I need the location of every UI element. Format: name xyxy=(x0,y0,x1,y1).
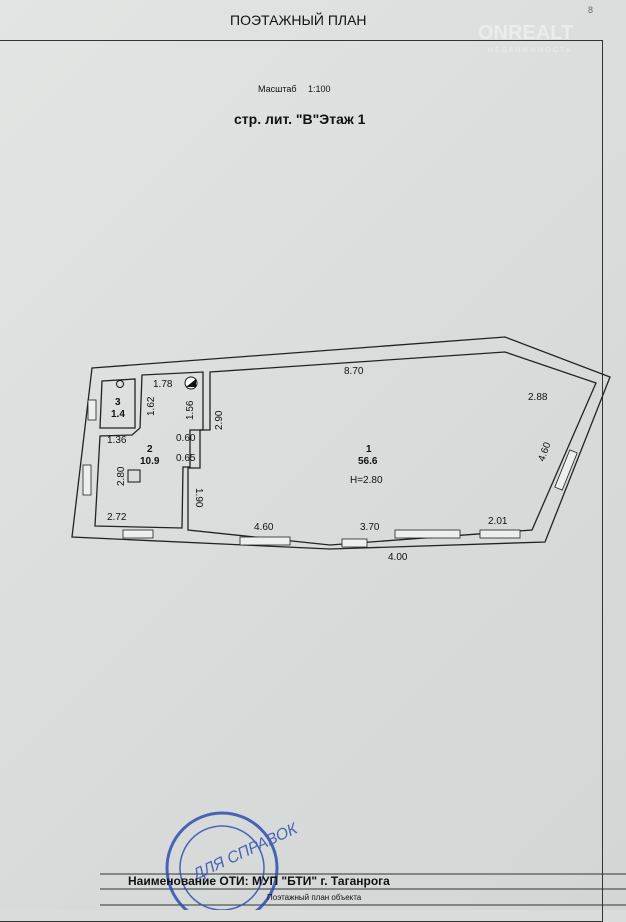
room-1-height: H=2.80 xyxy=(350,475,383,486)
room-1-outline xyxy=(187,351,597,546)
stove-icon xyxy=(127,469,141,483)
dim: 1.62 xyxy=(146,396,157,416)
room-1-number: 1 xyxy=(366,444,372,455)
dim: 2.80 xyxy=(116,466,127,486)
outer-wall xyxy=(71,336,611,550)
room-2-number: 2 xyxy=(147,444,153,455)
dim: 0.65 xyxy=(176,453,196,464)
dim: 1.90 xyxy=(193,488,204,508)
dim: 0.60 xyxy=(176,433,196,444)
room-2-area: 10.9 xyxy=(140,456,160,467)
scale-value: 1:100 xyxy=(308,84,331,94)
dim: 1.36 xyxy=(107,435,127,446)
dim: 1.56 xyxy=(185,400,196,420)
dim: 4.60 xyxy=(536,441,553,463)
room-1-area: 56.6 xyxy=(358,456,378,467)
document-type: Поэтажный план объекта xyxy=(267,893,362,902)
watermark-tagline: НЕДВИЖИМОСТЬ xyxy=(488,47,573,54)
dim: 2.88 xyxy=(528,392,548,403)
room-3-outline xyxy=(99,378,136,429)
dim: 2.01 xyxy=(488,516,508,527)
dim: 1.78 xyxy=(153,379,173,390)
floor-subtitle: стр. лит. "В"Этаж 1 xyxy=(234,111,366,127)
room-2-outline xyxy=(94,371,204,529)
dim: 4.00 xyxy=(388,552,408,563)
windows xyxy=(82,399,578,548)
dim: 8.70 xyxy=(344,366,364,377)
scale-label: Масштаб xyxy=(258,84,297,94)
page-mark: 8 xyxy=(588,5,594,15)
dim: 3.70 xyxy=(360,522,380,533)
room-3-number: 3 xyxy=(115,397,121,408)
dim: 4.60 xyxy=(254,522,274,533)
organization-name: Наименование ОТИ: МУП "БТИ" г. Таганрога xyxy=(128,874,390,888)
toilet-icon xyxy=(116,380,124,388)
dim: 2.90 xyxy=(214,410,225,430)
watermark-logo: ONREALT xyxy=(478,22,574,44)
dim: 2.72 xyxy=(107,512,127,523)
page-title: ПОЭТАЖНЫЙ ПЛАН xyxy=(230,12,367,28)
room-3-area: 1.4 xyxy=(111,409,125,420)
